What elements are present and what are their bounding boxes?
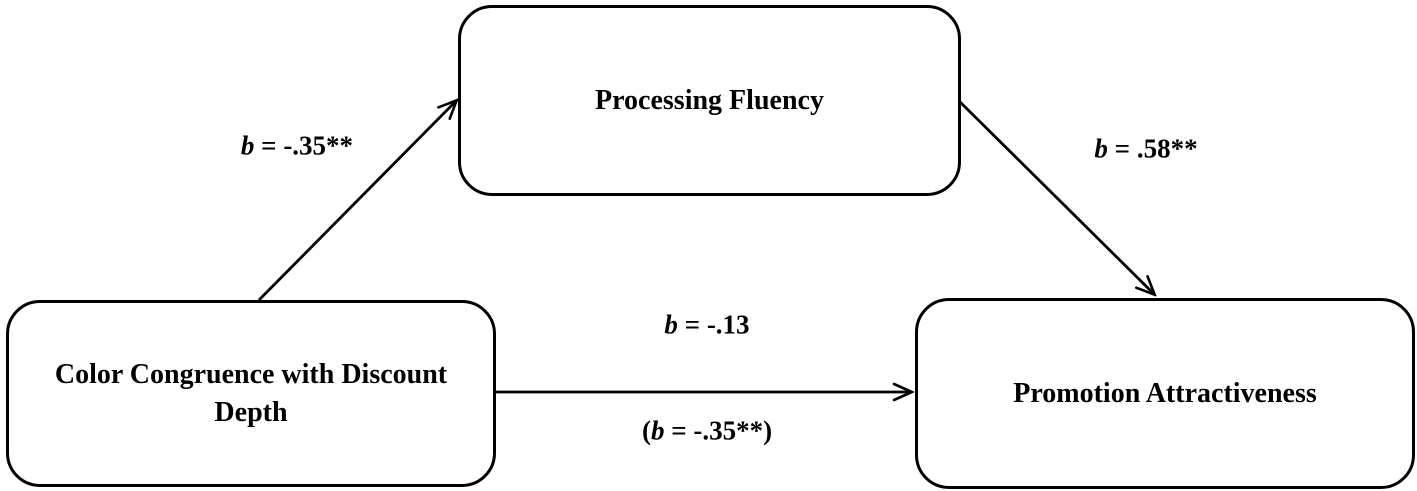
node-label: Processing Fluency <box>595 82 824 120</box>
node-label-line: Color Congruence with Discount <box>54 358 448 390</box>
node-label-line: Depth <box>214 396 288 428</box>
path-a-coefficient-label: b = -.35** <box>241 131 353 162</box>
path-c-total-coefficient-label: (b = -.35**) <box>642 416 772 447</box>
node-label: Promotion Attractiveness <box>1013 375 1317 413</box>
path-c-direct-coefficient-label: b = -.13 <box>664 310 749 341</box>
coefficient-variable: b <box>664 309 678 340</box>
coefficient-value: = .58** <box>1107 133 1198 164</box>
node-label-line: Processing Fluency <box>595 84 824 116</box>
node-independent-color-congruence: Color Congruence with Discount Depth <box>6 300 496 487</box>
node-label: Color Congruence with Discount Depth <box>55 356 447 432</box>
node-label-line: Promotion Attractiveness <box>1013 377 1317 409</box>
coefficient-variable: b <box>1094 133 1108 164</box>
path-b-coefficient-label: b = .58** <box>1094 134 1197 165</box>
coefficient-value: = -.35**) <box>664 415 773 446</box>
coefficient-value: = -.13 <box>677 309 750 340</box>
coefficient-prefix: ( <box>641 415 651 446</box>
arrow-independent-to-mediator <box>258 101 456 301</box>
coefficient-variable: b <box>650 415 665 446</box>
node-mediator-processing-fluency: Processing Fluency <box>458 5 961 196</box>
arrow-mediator-to-dependent <box>954 96 1154 294</box>
coefficient-variable: b <box>240 130 255 161</box>
coefficient-value: = -.35** <box>254 130 354 161</box>
node-dependent-promotion-attractiveness: Promotion Attractiveness <box>915 298 1415 489</box>
